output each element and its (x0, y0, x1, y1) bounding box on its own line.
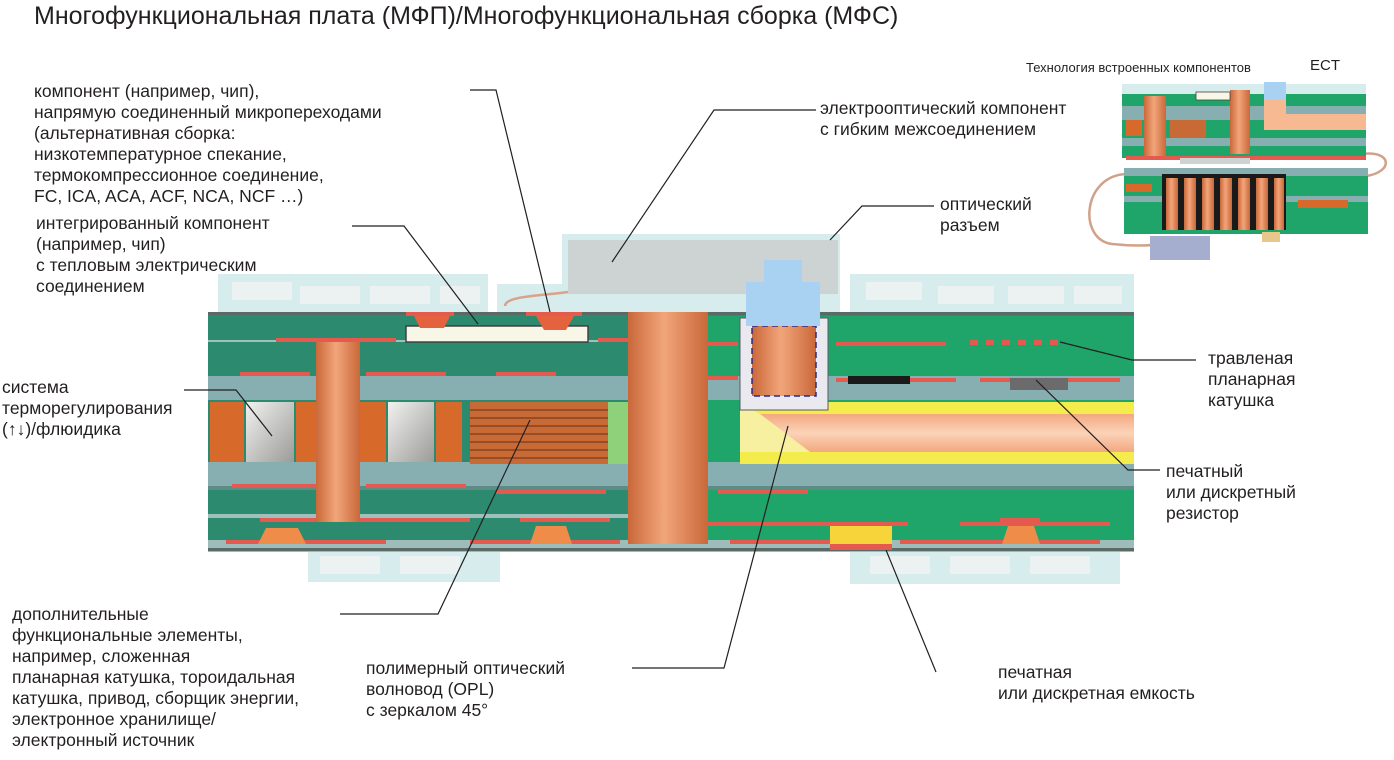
inset-title: Технология встроенных компонентов (1026, 60, 1251, 75)
faint-pad-pattern (232, 282, 1122, 574)
label-planar-coil: травленая планарная катушка (1208, 348, 1296, 410)
microvia-pads (258, 312, 1040, 544)
flex-interconnect (503, 290, 569, 307)
page-title: Многофункциональная плата (МФП)/Многофун… (34, 2, 899, 30)
etched-planar-coil (970, 340, 1058, 345)
printed-resistor (848, 376, 910, 384)
through-via (628, 312, 708, 544)
ect-inset-board (1088, 82, 1387, 260)
thermal-fluidic-cells (210, 402, 462, 462)
label-optical-connector: оптический разъем (940, 194, 1032, 235)
label-resistor: печатный или дискретный резистор (1166, 461, 1296, 523)
capacitor (830, 526, 892, 548)
leader-lines (184, 89, 1196, 673)
inset-abbr: ECT (1310, 57, 1340, 74)
label-capacitance: печатная или дискретная емкость (998, 662, 1195, 703)
label-integrated-component: интегрированный компонент (например, чип… (36, 213, 270, 296)
label-thermal-system: система терморегулирования (↑↓)/флюидика (2, 377, 173, 439)
optical-connector (746, 260, 820, 326)
embedded-chip (405, 325, 589, 343)
label-additional-elements: дополнительные функциональные элементы, … (12, 604, 300, 750)
discrete-resistor (1010, 378, 1068, 390)
label-component-chip: компонент (например, чип), напрямую соед… (34, 81, 382, 206)
label-electrooptic-component: электрооптический компонент с гибким меж… (820, 98, 1067, 139)
thermal-via (316, 342, 360, 522)
stacked-planar-coil (470, 402, 628, 464)
label-polymer-waveguide: полимерный оптический волновод (OPL) с з… (366, 658, 565, 720)
